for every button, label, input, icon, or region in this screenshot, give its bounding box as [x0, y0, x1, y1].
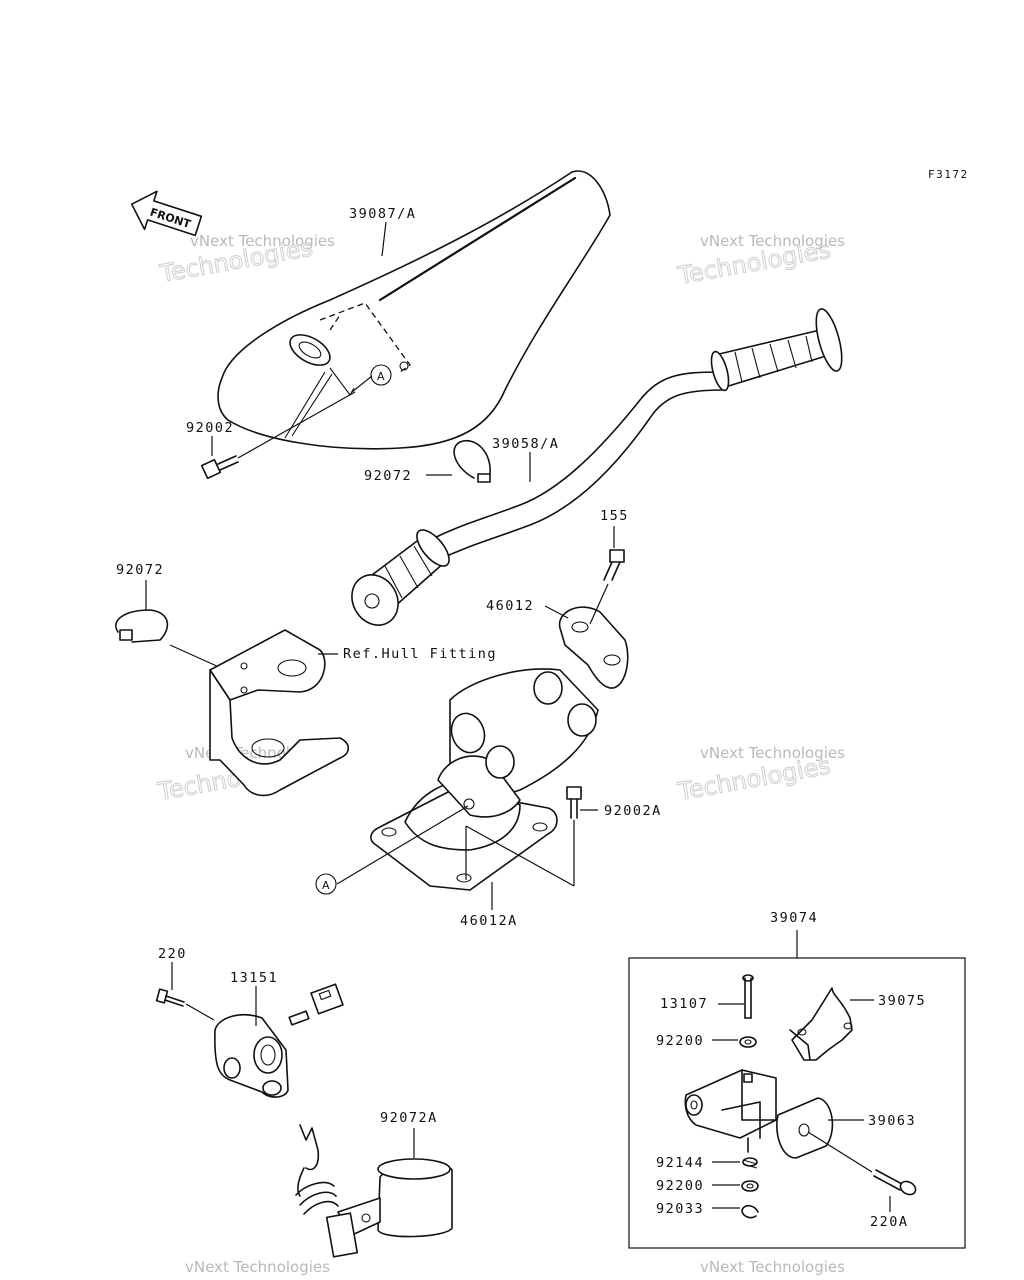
grip-case[interactable]: [776, 1097, 834, 1159]
label-220a: 220A: [870, 1214, 909, 1230]
leader-line: [185, 1003, 215, 1021]
handlebar[interactable]: [343, 307, 847, 634]
label-92033: 92033: [656, 1201, 704, 1217]
leader-line: [544, 605, 569, 619]
left-grip: [351, 529, 450, 626]
label-39058a: 39058/A: [492, 436, 559, 452]
label-92072-top: 92072: [364, 468, 412, 484]
label-39075: 39075: [878, 993, 926, 1009]
label-92072a: 92072A: [380, 1110, 438, 1126]
label-46012: 46012: [486, 598, 534, 614]
label-92072-left: 92072: [116, 562, 164, 578]
label-220: 220: [158, 946, 187, 962]
ref-hull-fitting-label: Ref.Hull Fitting: [343, 646, 497, 662]
label-92200-bottom: 92200: [656, 1178, 704, 1194]
callout-a-label: A: [322, 879, 330, 892]
throttle-lever[interactable]: [789, 987, 853, 1061]
hull-fitting-bracket: [209, 629, 350, 797]
handlebar-cover[interactable]: [217, 170, 611, 450]
label-155: 155: [600, 508, 629, 524]
leader-line: [465, 825, 575, 887]
callout-a-label: A: [377, 370, 385, 383]
leader-line: [336, 805, 469, 885]
spring-92144[interactable]: [742, 1157, 758, 1169]
bolt-92002a[interactable]: [566, 786, 582, 819]
washer-92200-top[interactable]: [739, 1036, 757, 1048]
watermark-text: vNext Technologies: [700, 232, 845, 250]
label-92200-top: 92200: [656, 1033, 704, 1049]
label-39074: 39074: [770, 910, 818, 926]
callout-a-marker: [315, 873, 337, 895]
leader-line: [381, 221, 387, 257]
right-grip: [710, 308, 843, 392]
label-13107: 13107: [660, 996, 708, 1012]
clamp-92072-left[interactable]: [115, 609, 169, 643]
screw-220[interactable]: [155, 988, 185, 1007]
pin-13107[interactable]: [742, 974, 754, 1019]
screw-220a[interactable]: [873, 1169, 918, 1197]
washer-92200-bottom[interactable]: [741, 1180, 759, 1192]
clamp-92072-top[interactable]: [453, 439, 491, 483]
label-92002a: 92002A: [604, 803, 662, 819]
label-92144: 92144: [656, 1155, 704, 1171]
label-92002: 92002: [186, 420, 234, 436]
holder-cap[interactable]: [558, 606, 629, 689]
label-13151: 13151: [230, 970, 278, 986]
watermark-text: vNext Technologies: [700, 744, 845, 762]
leader-line: [351, 375, 373, 393]
watermark-text: vNext Technologies: [190, 232, 335, 250]
e-ring-92033[interactable]: [741, 1204, 759, 1219]
throttle-housing[interactable]: [684, 1069, 777, 1153]
label-39087a: 39087/A: [349, 206, 416, 222]
callout-a-marker: [370, 364, 392, 386]
leader-line: [589, 583, 609, 625]
label-39063: 39063: [868, 1113, 916, 1129]
figure-code: F3172: [928, 168, 969, 181]
label-46012a: 46012A: [460, 913, 518, 929]
stop-switch[interactable]: [214, 983, 344, 1098]
watermark-text: vNext Technologies: [185, 1258, 330, 1276]
lanyard-clamp[interactable]: [295, 1124, 453, 1258]
steering-holder-bracket[interactable]: [370, 668, 599, 891]
watermark-text: vNext Technologies: [700, 1258, 845, 1276]
leader-line: [807, 1131, 873, 1173]
bolt-155[interactable]: [603, 549, 625, 581]
bolt-92002[interactable]: [200, 391, 356, 480]
